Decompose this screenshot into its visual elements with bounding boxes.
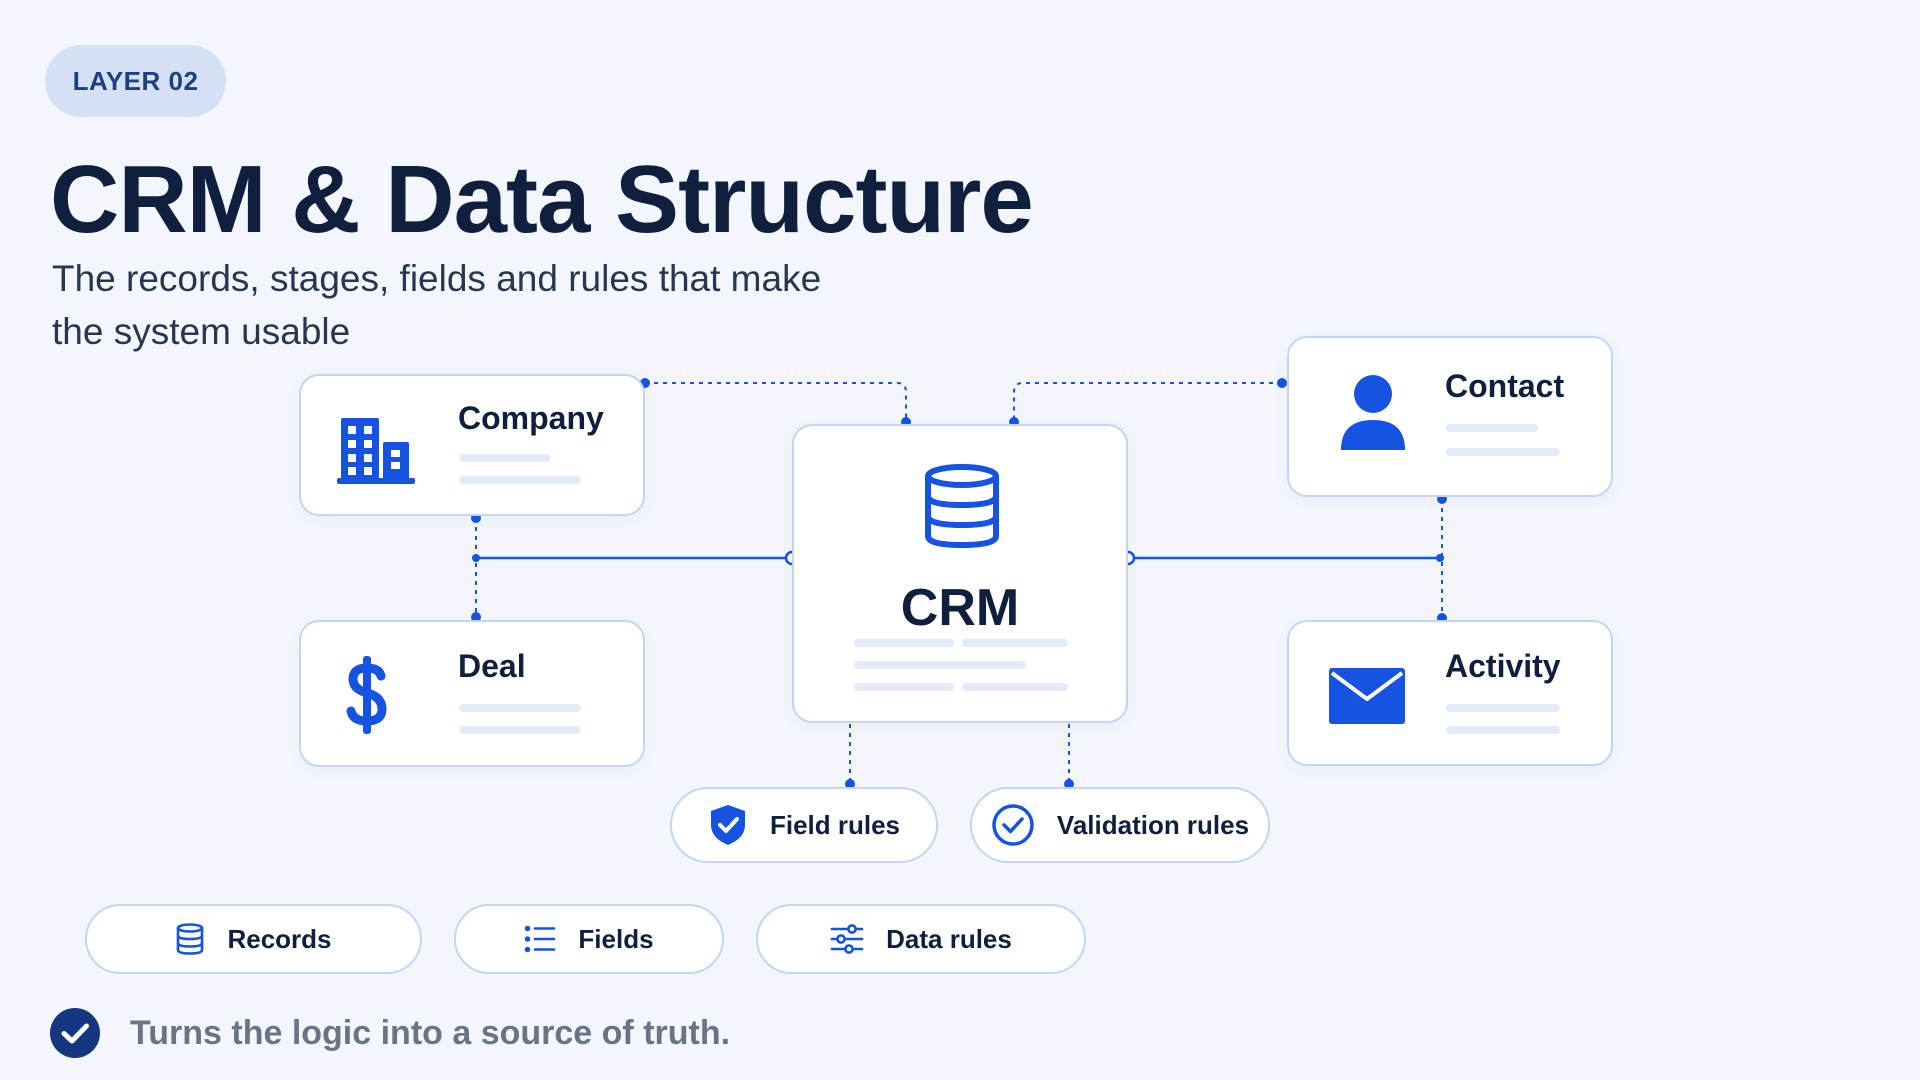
footer-text: Turns the logic into a source of truth. (130, 1013, 731, 1052)
connector-dot (845, 779, 855, 789)
validation-rules-pill[interactable]: Validation rules (970, 787, 1270, 863)
crm-card[interactable]: CRM (792, 424, 1128, 723)
contact-label: Contact (1445, 368, 1565, 404)
placeholder-line (1446, 448, 1560, 456)
footer: Turns the logic into a source of truth. (50, 1008, 730, 1058)
placeholder-line (854, 639, 954, 647)
connector-dot (472, 554, 480, 562)
deal-card[interactable]: Deal (299, 620, 645, 767)
fields-pill[interactable]: Fields (454, 904, 724, 974)
records-label: Records (227, 923, 332, 954)
page-title: CRM & Data Structure (50, 146, 1034, 253)
placeholder-line (459, 476, 581, 484)
page-subtitle: The records, stages, fields and rules th… (52, 258, 822, 352)
circle-check-icon (992, 804, 1034, 846)
company-card[interactable]: Company (299, 374, 645, 516)
placeholder-line (459, 704, 581, 712)
list-icon (525, 925, 556, 953)
shield-check-icon (710, 805, 745, 845)
check-circle-icon (50, 1008, 100, 1058)
placeholder-line (854, 683, 954, 691)
activity-card[interactable]: Activity (1287, 620, 1613, 766)
placeholder-line (459, 726, 581, 734)
connector-dot (471, 612, 481, 622)
deal-label: Deal (458, 648, 526, 684)
dollar-icon (346, 656, 387, 734)
placeholder-line (1446, 424, 1538, 432)
user-icon (1341, 375, 1405, 450)
building-icon (337, 418, 415, 484)
contact-card[interactable]: Contact (1287, 336, 1613, 497)
connector-dot (1436, 554, 1444, 562)
envelope-icon (1329, 668, 1405, 724)
placeholder-line (854, 661, 1026, 669)
placeholder-line (1446, 726, 1560, 734)
sliders-icon (830, 924, 864, 954)
placeholder-line (1446, 704, 1560, 712)
database-icon (177, 923, 204, 955)
company-label: Company (458, 400, 604, 436)
activity-label: Activity (1445, 648, 1561, 684)
placeholder-line (962, 683, 1068, 691)
validation-rules-label: Validation rules (1056, 809, 1250, 840)
fields-label: Fields (578, 923, 654, 954)
database-icon (925, 464, 999, 548)
field-rules-pill[interactable]: Field rules (670, 787, 938, 863)
data-rules-label: Data rules (886, 923, 1012, 954)
connector-dot (1064, 779, 1074, 789)
data-rules-pill[interactable]: Data rules (756, 904, 1086, 974)
placeholder-line (962, 639, 1068, 647)
connector-contact-crm-top (1013, 382, 1282, 422)
placeholder-line (459, 454, 551, 462)
crm-label: CRM (900, 579, 1020, 637)
records-pill[interactable]: Records (85, 904, 422, 974)
connector-company-crm-top (645, 382, 907, 422)
layer-badge: LAYER 02 (45, 45, 226, 117)
field-rules-label: Field rules (769, 809, 901, 840)
connector-dot (1277, 378, 1287, 388)
